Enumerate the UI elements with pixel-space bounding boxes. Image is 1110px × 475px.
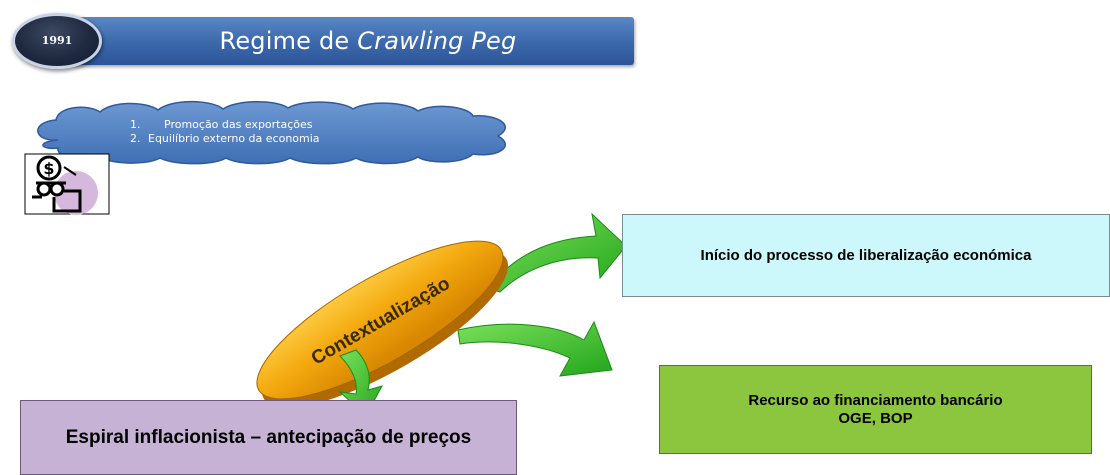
list-item: 1.Promoção das exportações — [130, 118, 313, 131]
box-espiral: Espiral inflacionista – antecipação de p… — [20, 400, 517, 475]
contextualizacao-disc: Contextualização — [256, 240, 509, 408]
objectives-list: 1.Promoção das exportações 2.Equilíbrio … — [130, 118, 430, 146]
money-face-clipart-icon: $ — [24, 153, 110, 215]
title-emphasis: Crawling Peg — [357, 27, 517, 55]
svg-text:$: $ — [43, 159, 54, 178]
box-liberalizacao: Início do processo de liberalização econ… — [622, 214, 1110, 297]
title-prefix: Regime de — [219, 27, 350, 55]
box-financiamento: Recurso ao financiamento bancário OGE, B… — [659, 365, 1092, 454]
list-item: 2.Equilíbrio externo da economia — [130, 132, 320, 145]
title-banner — [72, 17, 634, 65]
title-text: Regime de Crawling Peg — [72, 17, 634, 65]
financiamento-line1: Recurso ao financiamento bancário — [748, 391, 1003, 409]
arrow-to-liberalizacao — [487, 212, 627, 293]
arrow-to-financiamento — [457, 320, 613, 377]
objectives-cloud — [37, 100, 506, 165]
financiamento-line2: OGE, BOP — [838, 409, 913, 427]
year-badge — [12, 13, 102, 69]
year-label: 1991 — [41, 34, 73, 47]
